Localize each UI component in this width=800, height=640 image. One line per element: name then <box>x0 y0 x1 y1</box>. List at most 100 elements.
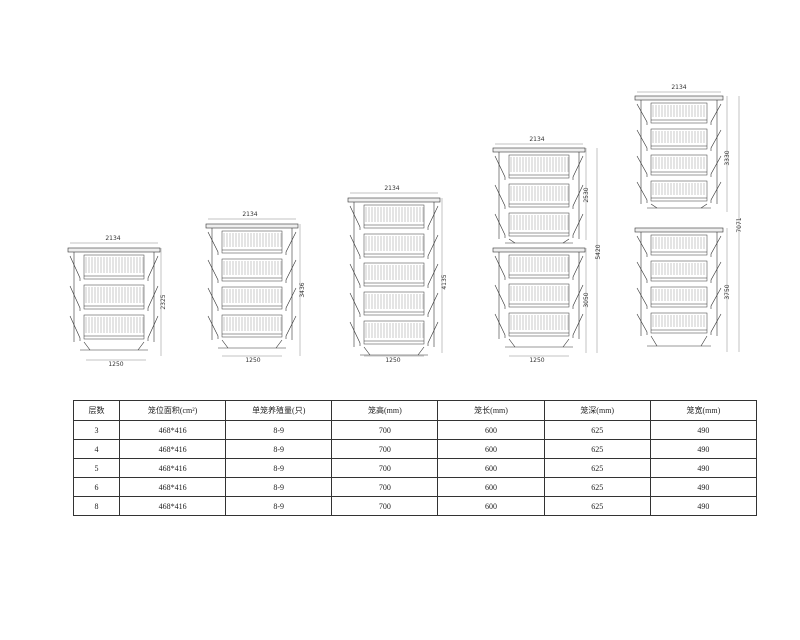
header-cage-length: 笼长(mm) <box>437 400 545 421</box>
feeder-trough <box>349 234 361 259</box>
feeder-trough <box>636 235 648 257</box>
cage-4-body <box>205 223 299 349</box>
cage-8-lower-height-label: 3750 <box>724 284 731 299</box>
cage-top-bar <box>634 95 724 101</box>
feeder-trough <box>710 313 722 335</box>
cage-tier <box>508 283 570 308</box>
cage-leg <box>417 346 425 356</box>
header-capacity: 单笼养殖量(只) <box>225 400 333 421</box>
feeder-trough <box>427 263 439 288</box>
cage-5-tier: 2134 4135 1250 <box>347 185 448 364</box>
cage-3-base-label: 1250 <box>108 361 123 368</box>
feeder-trough <box>494 184 506 209</box>
cage-8-width-label: 2134 <box>671 84 686 91</box>
feeder-trough <box>285 259 297 283</box>
table-row: 8 468*416 8-9 700 600 625 490 <box>73 496 758 516</box>
cage-5-base-label: 1250 <box>385 357 400 364</box>
feeder-trough <box>710 235 722 257</box>
feeder-trough <box>636 103 648 125</box>
feeder-trough <box>494 155 506 180</box>
cage-leg <box>562 338 570 348</box>
cage-leg <box>137 341 145 351</box>
cage-3-tier: 2134 2325 1250 <box>67 235 167 368</box>
cell-width: 490 <box>649 496 758 516</box>
feeder-trough <box>710 181 722 203</box>
cage-spec-table: 层数 笼位面积(cm²) 单笼养殖量(只) 笼高(mm) 笼长(mm) 笼深(m… <box>73 400 758 516</box>
cage-tier <box>508 312 570 337</box>
feeder-trough <box>349 292 361 317</box>
feeder-trough <box>427 234 439 259</box>
cage-tier <box>508 183 570 208</box>
cage-top-bar <box>205 223 299 229</box>
cage-3-body <box>67 247 161 351</box>
cage-4-height-label: 3436 <box>299 282 306 297</box>
cell-tiers: 3 <box>73 420 120 440</box>
feeder-trough <box>636 129 648 151</box>
cage-4-base-label: 1250 <box>245 357 260 364</box>
cell-area: 468*416 <box>118 439 227 459</box>
cage-tier <box>363 204 425 229</box>
table-row: 4 468*416 8-9 700 600 625 490 <box>73 439 758 459</box>
cell-area: 468*416 <box>118 477 227 497</box>
cage-tier <box>221 258 283 282</box>
cage-top-bar <box>634 227 724 233</box>
cell-depth: 625 <box>543 420 651 440</box>
cage-6-lower-body <box>492 247 586 348</box>
feeder-trough <box>207 231 219 255</box>
feeder-trough <box>285 287 297 311</box>
cage-tier <box>221 230 283 254</box>
cage-leg <box>508 238 516 244</box>
feeder-trough <box>710 155 722 177</box>
cage-tier <box>363 262 425 287</box>
cage-8-lower-body <box>634 227 724 347</box>
dimension-lines <box>70 91 740 361</box>
cell-area: 468*416 <box>118 420 227 440</box>
feeder-trough <box>572 184 584 209</box>
cell-depth: 625 <box>543 477 651 497</box>
feeder-trough <box>636 313 648 335</box>
cell-width: 490 <box>649 477 758 497</box>
cage-6-upper-body <box>492 147 586 244</box>
cage-8-upper-height-label: 3330 <box>724 150 731 165</box>
cage-leg <box>221 339 229 349</box>
cell-height: 700 <box>331 477 439 497</box>
cell-tiers: 6 <box>73 477 120 497</box>
cell-capacity: 8-9 <box>225 420 333 440</box>
header-cage-height: 笼高(mm) <box>331 400 439 421</box>
cage-6-width-label: 2134 <box>529 136 544 143</box>
cage-3-width-label: 2134 <box>105 235 120 242</box>
cell-depth: 625 <box>543 496 651 516</box>
cage-top-bar <box>492 147 586 153</box>
feeder-trough <box>494 284 506 309</box>
feeder-trough <box>147 255 159 281</box>
cage-leg <box>700 335 708 347</box>
header-cage-width: 笼宽(mm) <box>649 400 758 421</box>
feeder-trough <box>285 231 297 255</box>
feeder-trough <box>636 181 648 203</box>
cage-tier <box>221 314 283 338</box>
feeder-trough <box>427 321 439 346</box>
feeder-trough <box>349 205 361 230</box>
cell-height: 700 <box>331 496 439 516</box>
feeder-trough <box>427 205 439 230</box>
cage-elevation-drawings: 2134 2325 1250 2134 3436 1250 2134 4135 … <box>67 84 743 368</box>
cage-leg <box>508 338 516 348</box>
cage-8-total-height-label: 7071 <box>736 217 743 232</box>
cell-length: 600 <box>437 458 545 478</box>
table-header-row: 层数 笼位面积(cm²) 单笼养殖量(只) 笼高(mm) 笼长(mm) 笼深(m… <box>73 400 758 421</box>
cage-leg <box>700 203 708 209</box>
cell-length: 600 <box>437 496 545 516</box>
feeder-trough <box>572 155 584 180</box>
cell-capacity: 8-9 <box>225 477 333 497</box>
cell-length: 600 <box>437 477 545 497</box>
header-cage-area: 笼位面积(cm²) <box>118 400 227 421</box>
feeder-trough <box>710 103 722 125</box>
cage-tier <box>508 154 570 179</box>
cage-8-upper-body <box>634 95 724 209</box>
cage-top-bar <box>347 197 441 203</box>
feeder-trough <box>147 315 159 341</box>
feeder-trough <box>710 261 722 283</box>
cage-tier <box>221 286 283 310</box>
feeder-trough <box>636 155 648 177</box>
cage-3-height-label: 2325 <box>160 294 167 309</box>
